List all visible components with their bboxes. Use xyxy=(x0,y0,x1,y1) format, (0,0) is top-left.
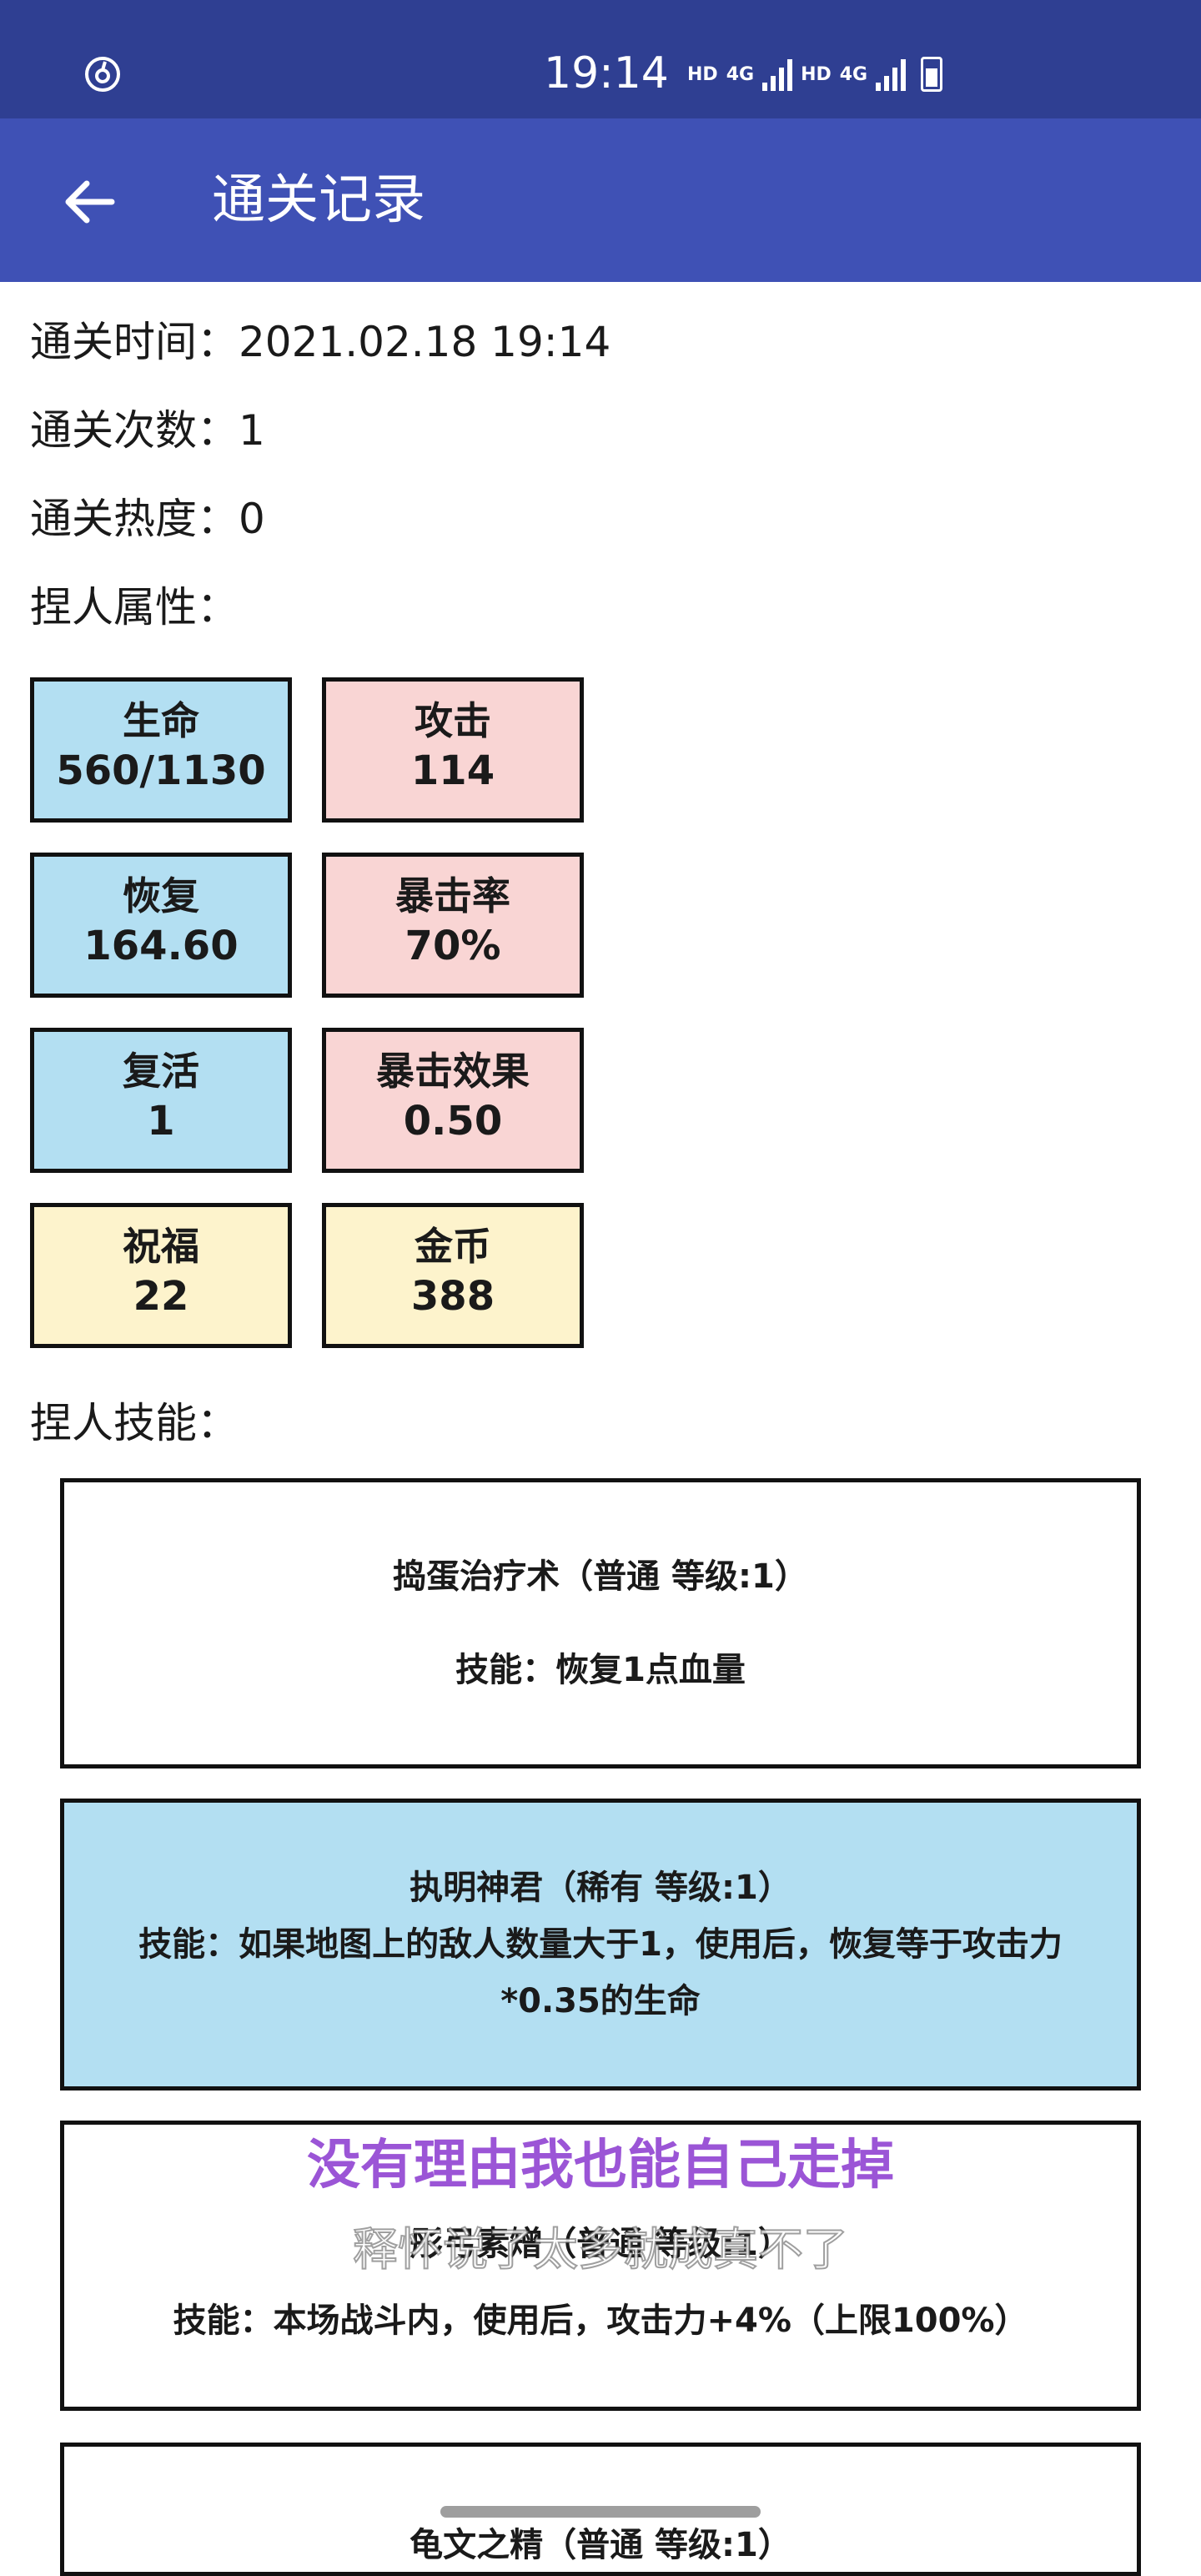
status-time: 19:14 xyxy=(544,48,669,98)
stat-value: 0.50 xyxy=(403,1098,503,1145)
skill-card[interactable]: 执明神君（稀有 等级:1） 技能：如果地图上的敌人数量大于1，使用后，恢复等于攻… xyxy=(60,1799,1141,2090)
network-type-1: 4G xyxy=(726,63,755,85)
battery-icon xyxy=(921,57,943,92)
stat-label: 暴击率 xyxy=(395,873,510,918)
skill-title: 龟文之精（普通 等级:1） xyxy=(410,2526,791,2564)
back-button[interactable] xyxy=(53,170,123,234)
hd-label-1: HD xyxy=(687,63,718,85)
stat-value: 388 xyxy=(410,1273,495,1320)
clear-count: 通关次数：1 xyxy=(30,406,265,455)
skill-title: 彤弓素矰（普通 等级:1） xyxy=(410,2225,791,2263)
stat-crit-rate: 暴击率 70% xyxy=(322,853,584,998)
stat-label: 恢复 xyxy=(123,873,199,918)
attributes-heading: 捏人属性： xyxy=(30,583,239,631)
signal-icon-2 xyxy=(876,58,907,91)
stat-value: 114 xyxy=(410,747,495,794)
skill-description: 技能：如果地图上的敌人数量大于1，使用后，恢复等于攻击力*0.35的生命 xyxy=(138,1925,1063,2020)
stat-value: 164.60 xyxy=(83,923,239,969)
network-type-2: 4G xyxy=(839,63,868,85)
stat-value: 1 xyxy=(147,1098,175,1145)
stat-label: 攻击 xyxy=(415,698,491,743)
status-indicators: HD 4G HD 4G xyxy=(687,52,943,97)
skill-title: 捣蛋治疗术（普通 等级:1） xyxy=(393,1557,808,1596)
stat-hp: 生命 560/1130 xyxy=(30,677,292,823)
app-bar: 通关记录 xyxy=(0,118,1201,282)
skill-card[interactable]: 捣蛋治疗术（普通 等级:1） 技能：恢复1点血量 xyxy=(60,1478,1141,1768)
stat-crit-effect: 暴击效果 0.50 xyxy=(322,1028,584,1173)
arrow-left-icon xyxy=(65,180,115,224)
clear-heat: 通关热度：0 xyxy=(30,495,265,543)
skill-card[interactable]: 彤弓素矰（普通 等级:1） 技能：本场战斗内，使用后，攻击力+4%（上限100%… xyxy=(60,2121,1141,2411)
stat-label: 金币 xyxy=(415,1224,491,1269)
stat-gold: 金币 388 xyxy=(322,1203,584,1348)
hd-label-2: HD xyxy=(801,63,832,85)
stat-label: 祝福 xyxy=(123,1224,199,1269)
clear-time: 通关时间：2021.02.18 19:14 xyxy=(30,318,611,366)
stat-value: 22 xyxy=(133,1273,189,1320)
skill-description: 技能：本场战斗内，使用后，攻击力+4%（上限100%） xyxy=(173,2302,1028,2340)
stat-revive: 复活 1 xyxy=(30,1028,292,1173)
stat-blessing: 祝福 22 xyxy=(30,1203,292,1348)
stat-label: 生命 xyxy=(123,698,199,743)
skills-heading: 捏人技能： xyxy=(30,1399,239,1447)
skill-description: 技能：恢复1点血量 xyxy=(455,1651,746,1689)
netease-music-icon xyxy=(85,57,120,92)
stat-attack: 攻击 114 xyxy=(322,677,584,823)
home-indicator[interactable] xyxy=(440,2506,761,2518)
stat-recovery: 恢复 164.60 xyxy=(30,853,292,998)
stat-value: 70% xyxy=(405,923,501,969)
status-bar: 19:14 HD 4G HD 4G xyxy=(0,0,1201,118)
skill-card[interactable]: 龟文之精（普通 等级:1） xyxy=(60,2443,1141,2576)
stat-label: 暴击效果 xyxy=(376,1049,530,1094)
stat-label: 复活 xyxy=(123,1049,199,1094)
stat-value: 560/1130 xyxy=(56,747,266,794)
signal-icon-1 xyxy=(762,58,793,91)
page-title: 通关记录 xyxy=(212,169,425,231)
skill-title: 执明神君（稀有 等级:1） xyxy=(410,1869,791,1907)
